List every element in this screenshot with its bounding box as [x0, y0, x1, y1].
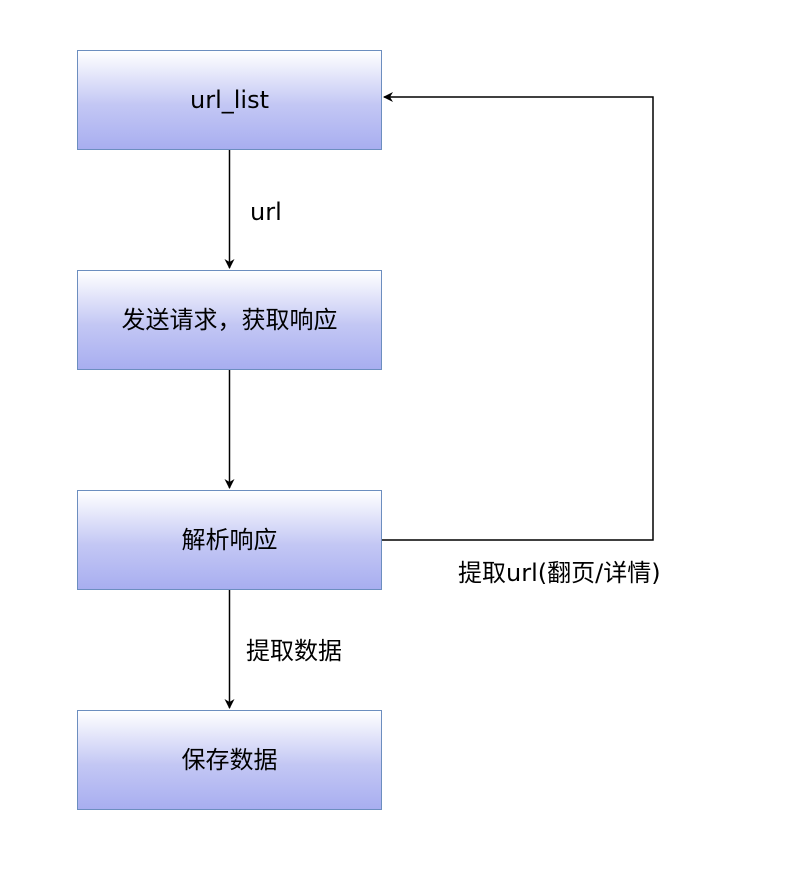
edge-loop-back-arrow	[382, 92, 654, 541]
node-send-request-label: 发送请求，获取响应	[121, 306, 338, 334]
edge-extract-data-label: 提取数据	[246, 637, 342, 665]
edge-loop-back-label: 提取url(翻页/详情)	[458, 559, 661, 587]
node-parse-response-label: 解析响应	[181, 526, 278, 554]
node-url-list-label: url_list	[190, 86, 269, 114]
edge-url-label: url	[250, 198, 282, 226]
node-send-request: 发送请求，获取响应	[77, 270, 382, 370]
node-save-data-label: 保存数据	[181, 746, 278, 774]
node-url-list: url_list	[77, 50, 382, 150]
node-save-data: 保存数据	[77, 710, 382, 810]
node-parse-response: 解析响应	[77, 490, 382, 590]
